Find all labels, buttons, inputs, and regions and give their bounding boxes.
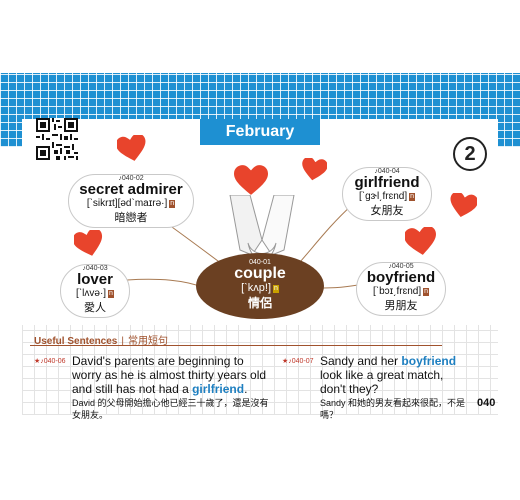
phonetic: [ˋlʌvə·]: [76, 288, 107, 299]
phonetic: [ˋgɝl͵frɛnd]: [358, 191, 408, 202]
word-bubble-secret-admirer: ♪040-02 secret admirer [ˋsikrɪt][əd`maɪr…: [68, 174, 194, 228]
heart-icon: [234, 165, 268, 197]
audio-track-code: ♪040-03: [82, 265, 108, 272]
phonetic: [ˋsikrɪt][əd`maɪrə·]: [86, 198, 168, 209]
chinese-meaning: 情侶: [247, 296, 272, 310]
vocab-word: secret admirer: [79, 181, 183, 198]
audio-track-code: 040-01: [249, 259, 271, 266]
phonetic: [ˋbɔɪ͵frɛnd]: [372, 286, 422, 297]
sentence-2: ★♪040-07 Sandy and her boyfriend look li…: [282, 354, 472, 421]
sentence-chinese: Sandy 和她的男友看起來很配，不是嗎？: [320, 398, 466, 420]
heading-divider: [30, 345, 442, 346]
center-vocab-word: couple: [234, 265, 286, 282]
chinese-meaning: 愛人: [84, 302, 106, 314]
part-of-speech: n: [273, 285, 279, 293]
vocab-word: girlfriend: [354, 174, 420, 191]
month-tab: February: [200, 119, 320, 145]
heart-icon: [449, 193, 477, 219]
qr-code-icon[interactable]: [36, 118, 78, 160]
sentence-english: David's parents are beginning to worry a…: [72, 354, 267, 396]
vocab-word: boyfriend: [366, 269, 436, 286]
audio-track-code: ♪040-05: [388, 263, 414, 270]
phonetic: [ˋkʌp!]: [241, 282, 272, 294]
audio-track-code: ★♪040-07: [282, 358, 314, 365]
useful-sentences-heading: Useful Sentences|常用短句: [34, 336, 168, 347]
part-of-speech: n: [409, 193, 416, 201]
sentences-grid-area: [22, 325, 498, 415]
chinese-meaning: 女朋友: [370, 205, 404, 217]
heart-icon: [405, 227, 437, 257]
sentence-english: Sandy and her boyfriend look like a grea…: [320, 354, 457, 396]
audio-track-code: ♪040-02: [118, 175, 144, 182]
heart-icon: [74, 230, 104, 258]
chinese-meaning: 暗戀者: [114, 212, 148, 224]
word-bubble-boyfriend: ♪040-05 boyfriend [ˋbɔɪ͵frɛnd]n 男朋友: [356, 262, 446, 316]
sentence-chinese: David 的父母開始擔心他已經三十歲了，還是沒有女朋友。: [72, 398, 269, 420]
chinese-meaning: 男朋友: [384, 300, 418, 312]
heart-icon: [301, 158, 327, 182]
word-bubble-lover: ♪040-03 lover [ˋlʌvə·]n 愛人: [60, 264, 130, 318]
part-of-speech: n: [108, 290, 114, 298]
audio-track-code: ♪040-04: [374, 168, 400, 175]
part-of-speech: n: [169, 200, 176, 208]
word-bubble-girlfriend: ♪040-04 girlfriend [ˋgɝl͵frɛnd]n 女朋友: [342, 167, 432, 221]
center-word-bubble: 040-01 couple [ˋkʌp!]n 情侶: [196, 253, 324, 319]
part-of-speech: n: [423, 288, 430, 296]
page-number: 040: [477, 397, 496, 409]
unit-number-badge: 2: [453, 137, 487, 171]
sentence-1: ★♪040-06 David's parents are beginning t…: [34, 354, 270, 421]
vocab-word: lover: [77, 271, 113, 288]
audio-track-code: ★♪040-06: [34, 358, 66, 365]
heart-icon: [117, 135, 147, 163]
